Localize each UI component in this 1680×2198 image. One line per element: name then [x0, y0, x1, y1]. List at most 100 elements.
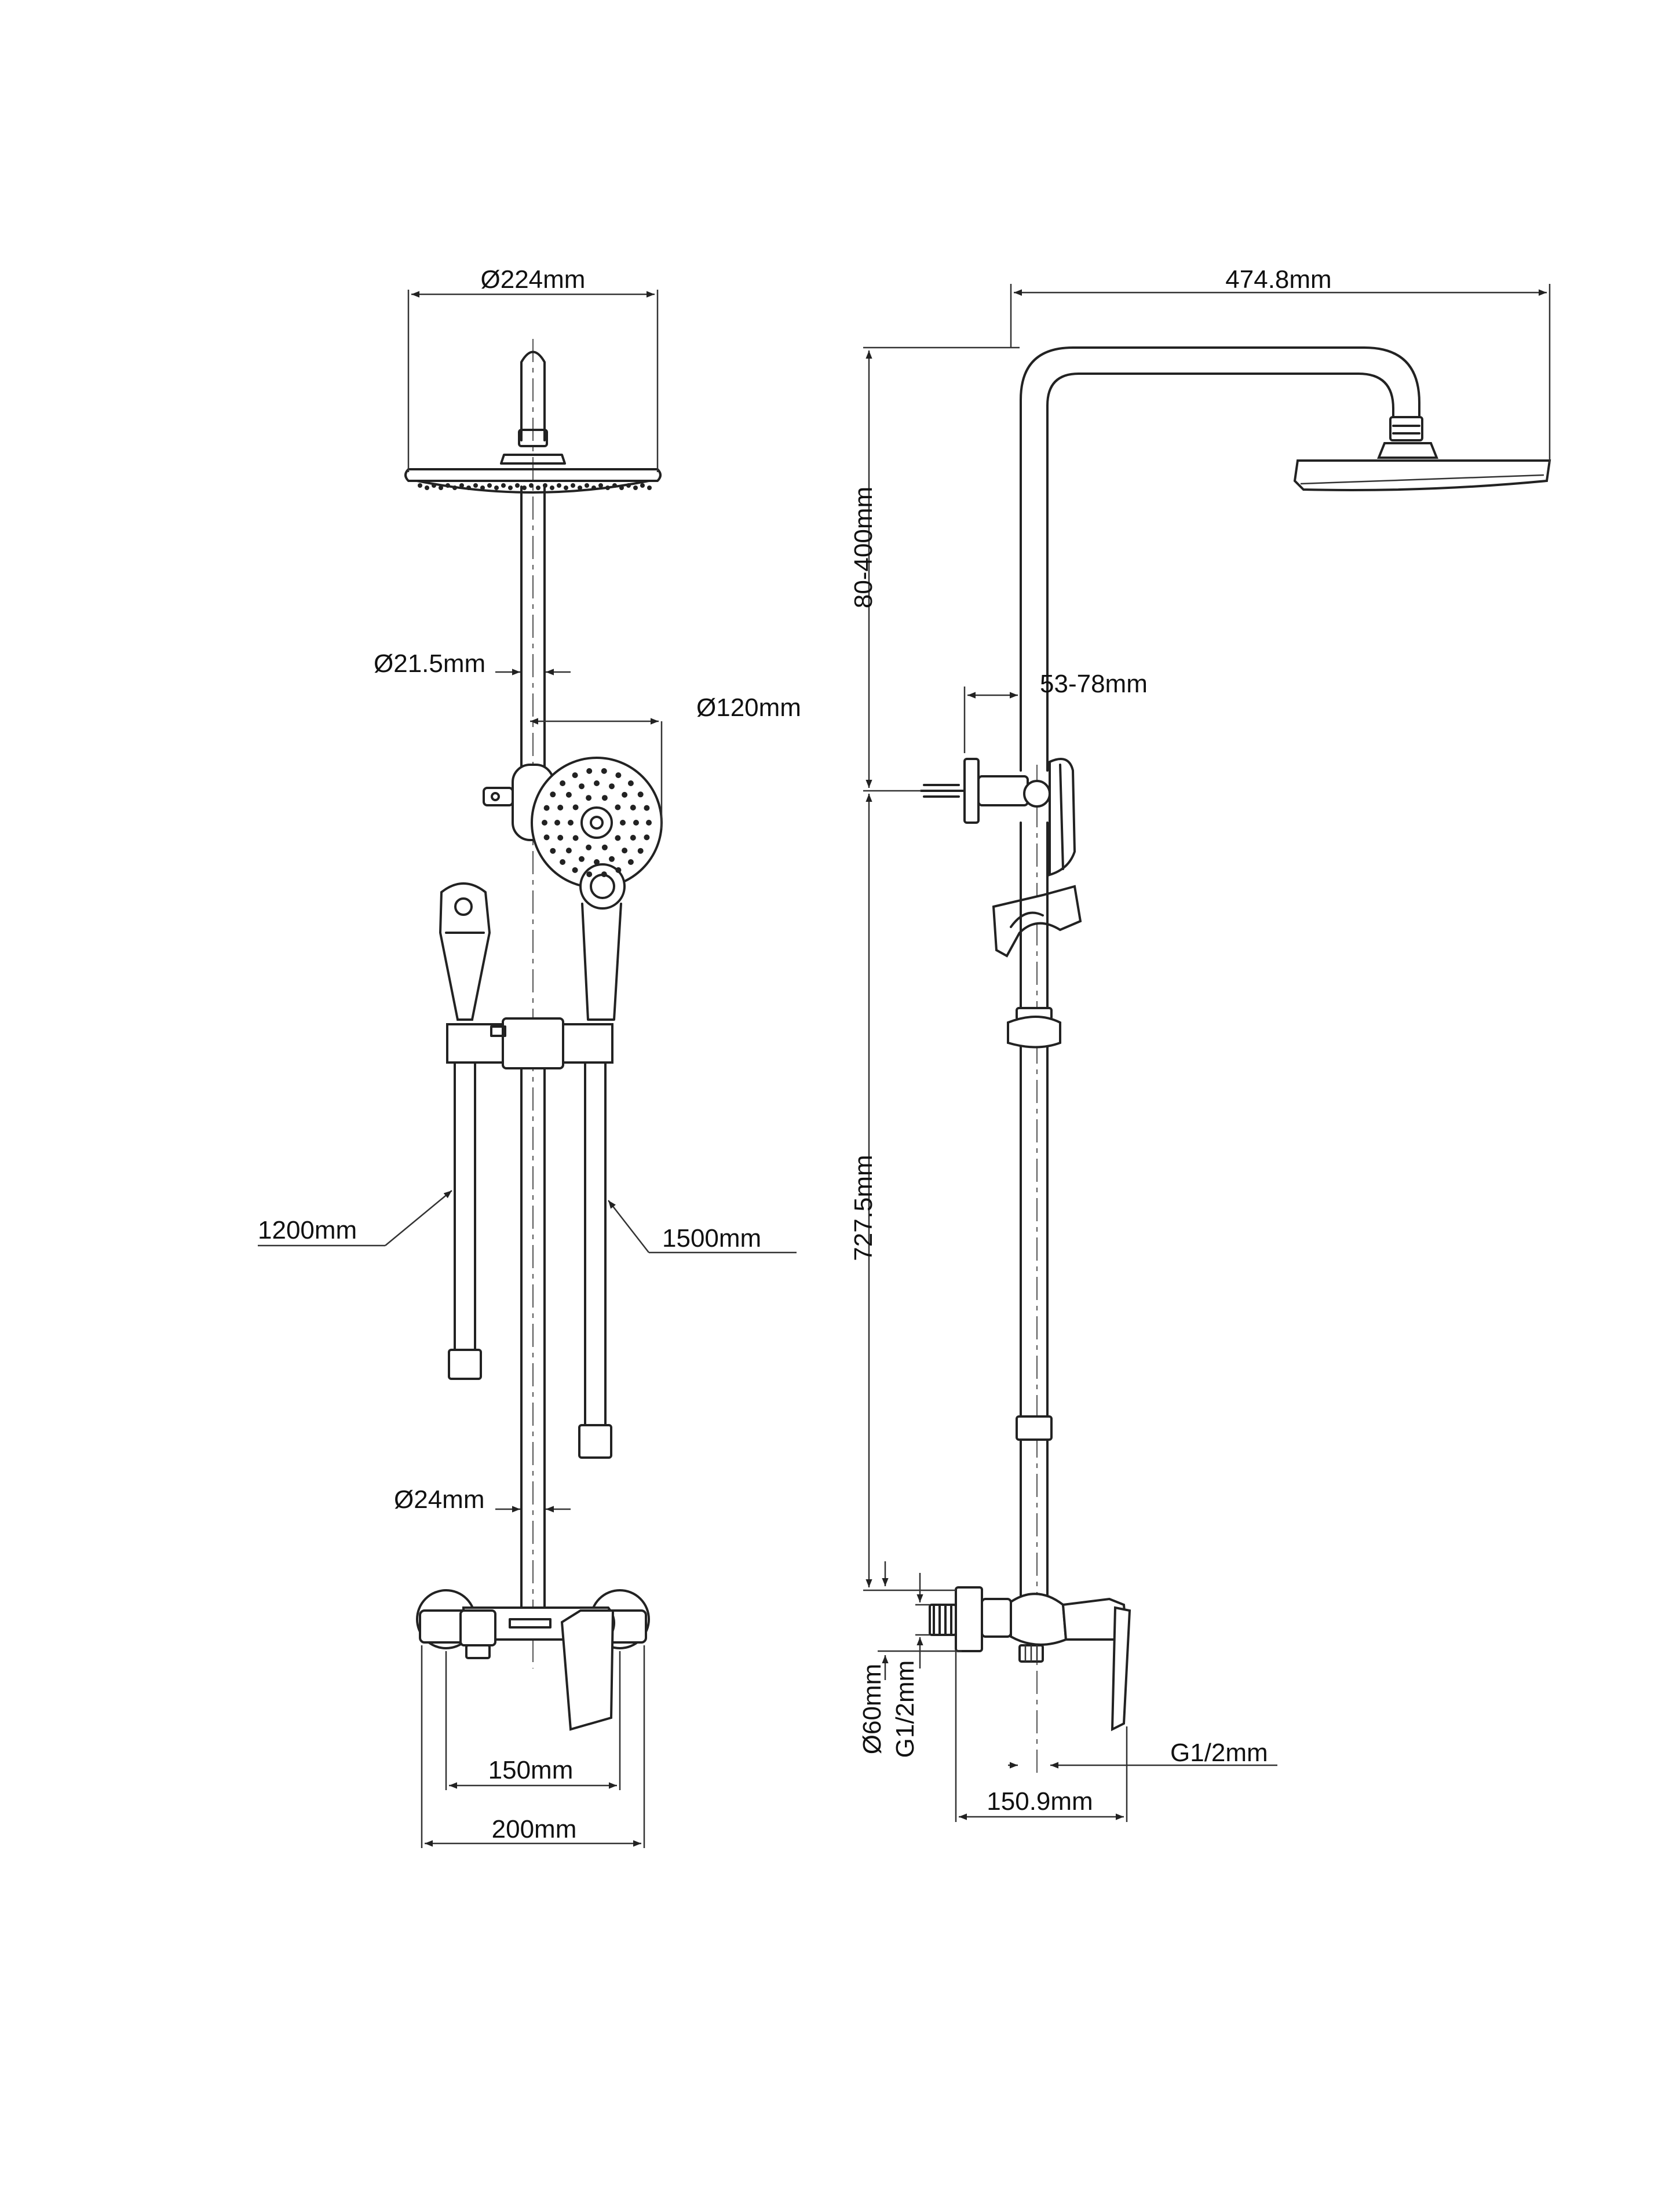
hand-nozzle-dot	[627, 859, 634, 865]
dim-overhead-diameter	[407, 290, 659, 472]
overhead-nozzle-dot	[619, 485, 624, 490]
label-hose-left: 1200mm	[258, 1216, 357, 1244]
overhead-nozzle-dot	[626, 483, 631, 488]
overhead-nozzle-dot	[473, 483, 478, 488]
slider-bar	[446, 1017, 613, 1069]
hand-nozzle-dot	[620, 820, 626, 826]
hand-nozzle-dot	[557, 805, 564, 810]
overhead-nozzle-dot	[591, 485, 596, 490]
label-wall-distance: 53-78mm	[1040, 670, 1148, 698]
hand-nozzle-dot	[601, 871, 607, 878]
overhead-nozzle-dot	[522, 485, 527, 490]
hand-nozzle-dot	[557, 835, 564, 841]
dim-arm-reach	[1010, 284, 1551, 463]
overhead-nozzle-dot	[418, 483, 422, 488]
overhead-nozzle-dot	[598, 483, 603, 488]
label-escutcheon-diameter: Ø60mm	[858, 1664, 886, 1754]
label-overhead-diameter: Ø224mm	[481, 265, 586, 294]
wall-bracket-side	[920, 758, 1051, 824]
overhead-nozzle-dot	[494, 485, 499, 490]
hand-nozzle-dot	[586, 871, 593, 878]
overhead-nozzle-dot	[445, 483, 450, 488]
overhead-nozzle-dot	[564, 485, 568, 490]
mixer-side	[929, 1586, 1131, 1732]
hand-nozzle-dot	[644, 834, 650, 841]
overhead-nozzle-dot	[571, 483, 575, 488]
hand-shower-side	[1049, 758, 1076, 877]
overhead-nozzle-dot	[432, 483, 436, 488]
hand-nozzle-dot	[586, 795, 592, 801]
front-view: Ø224mm Ø21.5mm Ø120mm 1200mm 1500mm	[258, 265, 801, 1848]
hand-nozzle-dot	[637, 848, 644, 854]
overhead-nozzle-dot	[439, 485, 443, 490]
hand-nozzle-dot	[542, 820, 547, 826]
dim-column-height	[863, 794, 956, 1591]
hand-nozzle-dot	[579, 783, 585, 790]
overhead-nozzle-dot	[640, 483, 645, 488]
overhead-nozzle-dot	[550, 485, 554, 490]
dim-mixer-depth	[955, 1651, 1128, 1822]
hand-nozzle-dot	[565, 791, 572, 798]
hand-nozzle-dot	[550, 848, 556, 854]
label-inlet-spacing: 150mm	[488, 1756, 574, 1784]
mixer-front	[416, 1589, 650, 1731]
label-hand-shower-diameter: Ø120mm	[696, 693, 801, 722]
dim-height-adjustment	[863, 346, 1020, 792]
overhead-nozzle-dot	[612, 483, 617, 488]
overhead-nozzle-dot	[480, 485, 485, 490]
hand-nozzle-dot	[609, 856, 615, 862]
label-inlet-thread-right: G1/2mm	[1170, 1739, 1268, 1767]
hand-nozzle-dot	[594, 859, 600, 865]
dim-hose-right	[608, 1200, 797, 1254]
hand-nozzle-dot	[637, 791, 644, 798]
hand-nozzle-dot	[601, 795, 608, 801]
overhead-nozzle-dot	[578, 485, 582, 490]
hand-nozzle-dot	[633, 820, 639, 826]
hand-nozzle-dot	[615, 835, 621, 841]
lower-pipe	[520, 1067, 546, 1612]
hand-nozzle-dot	[627, 780, 634, 786]
hand-nozzle-dot	[622, 791, 628, 798]
overhead-nozzle-dot	[515, 483, 520, 488]
label-arm-reach: 474.8mm	[1225, 265, 1331, 294]
overhead-nozzle-dot	[557, 483, 561, 488]
overhead-nozzle-dot	[633, 485, 638, 490]
hand-nozzle-dot	[572, 835, 579, 841]
hand-nozzle-dot	[565, 848, 572, 854]
label-column-height: 727.5mm	[849, 1155, 878, 1261]
dim-inlet-thread-left	[915, 1573, 930, 1668]
overhead-nozzle-dot	[536, 485, 540, 490]
hand-nozzle-dot	[550, 791, 556, 798]
overhead-nozzle-dot	[529, 483, 534, 488]
hand-nozzle-dot	[644, 805, 650, 811]
side-pipe-lower	[1007, 821, 1061, 1612]
dim-wall-distance	[963, 687, 1018, 753]
hand-nozzle-dot	[572, 772, 578, 779]
hand-nozzle-dot	[543, 834, 550, 841]
hand-nozzle-dot	[572, 867, 578, 873]
hand-nozzle-dot	[586, 768, 593, 774]
hand-nozzle-dot	[560, 859, 566, 865]
hand-shower-head-front	[531, 757, 663, 1021]
small-hand-shower	[439, 882, 491, 1021]
hand-nozzle-dot	[609, 783, 615, 790]
label-inlet-thread-left: G1/2mm	[891, 1660, 919, 1758]
hand-nozzle-dot	[601, 768, 607, 774]
overhead-nozzles	[418, 483, 652, 490]
hand-nozzle-dot	[601, 844, 608, 850]
hand-nozzle-dot	[560, 780, 566, 786]
hand-nozzle-dot	[586, 844, 592, 850]
hand-shower-nozzles	[542, 768, 652, 878]
side-view: 474.8mm 80-400mm 53-78mm 727.5mm Ø60mm	[849, 265, 1551, 1822]
label-mixer-width: 200mm	[492, 1815, 577, 1843]
overhead-nozzle-dot	[459, 483, 464, 488]
hand-nozzle-dot	[579, 856, 585, 862]
hand-nozzle-dot	[615, 772, 622, 779]
overhead-nozzle-dot	[452, 485, 457, 490]
hand-nozzle-dot	[630, 835, 636, 841]
hand-nozzle-dot	[554, 820, 560, 826]
overhead-shower-side	[1293, 442, 1551, 491]
label-mixer-depth: 150.9mm	[987, 1787, 1093, 1816]
hand-nozzle-dot	[615, 867, 622, 873]
